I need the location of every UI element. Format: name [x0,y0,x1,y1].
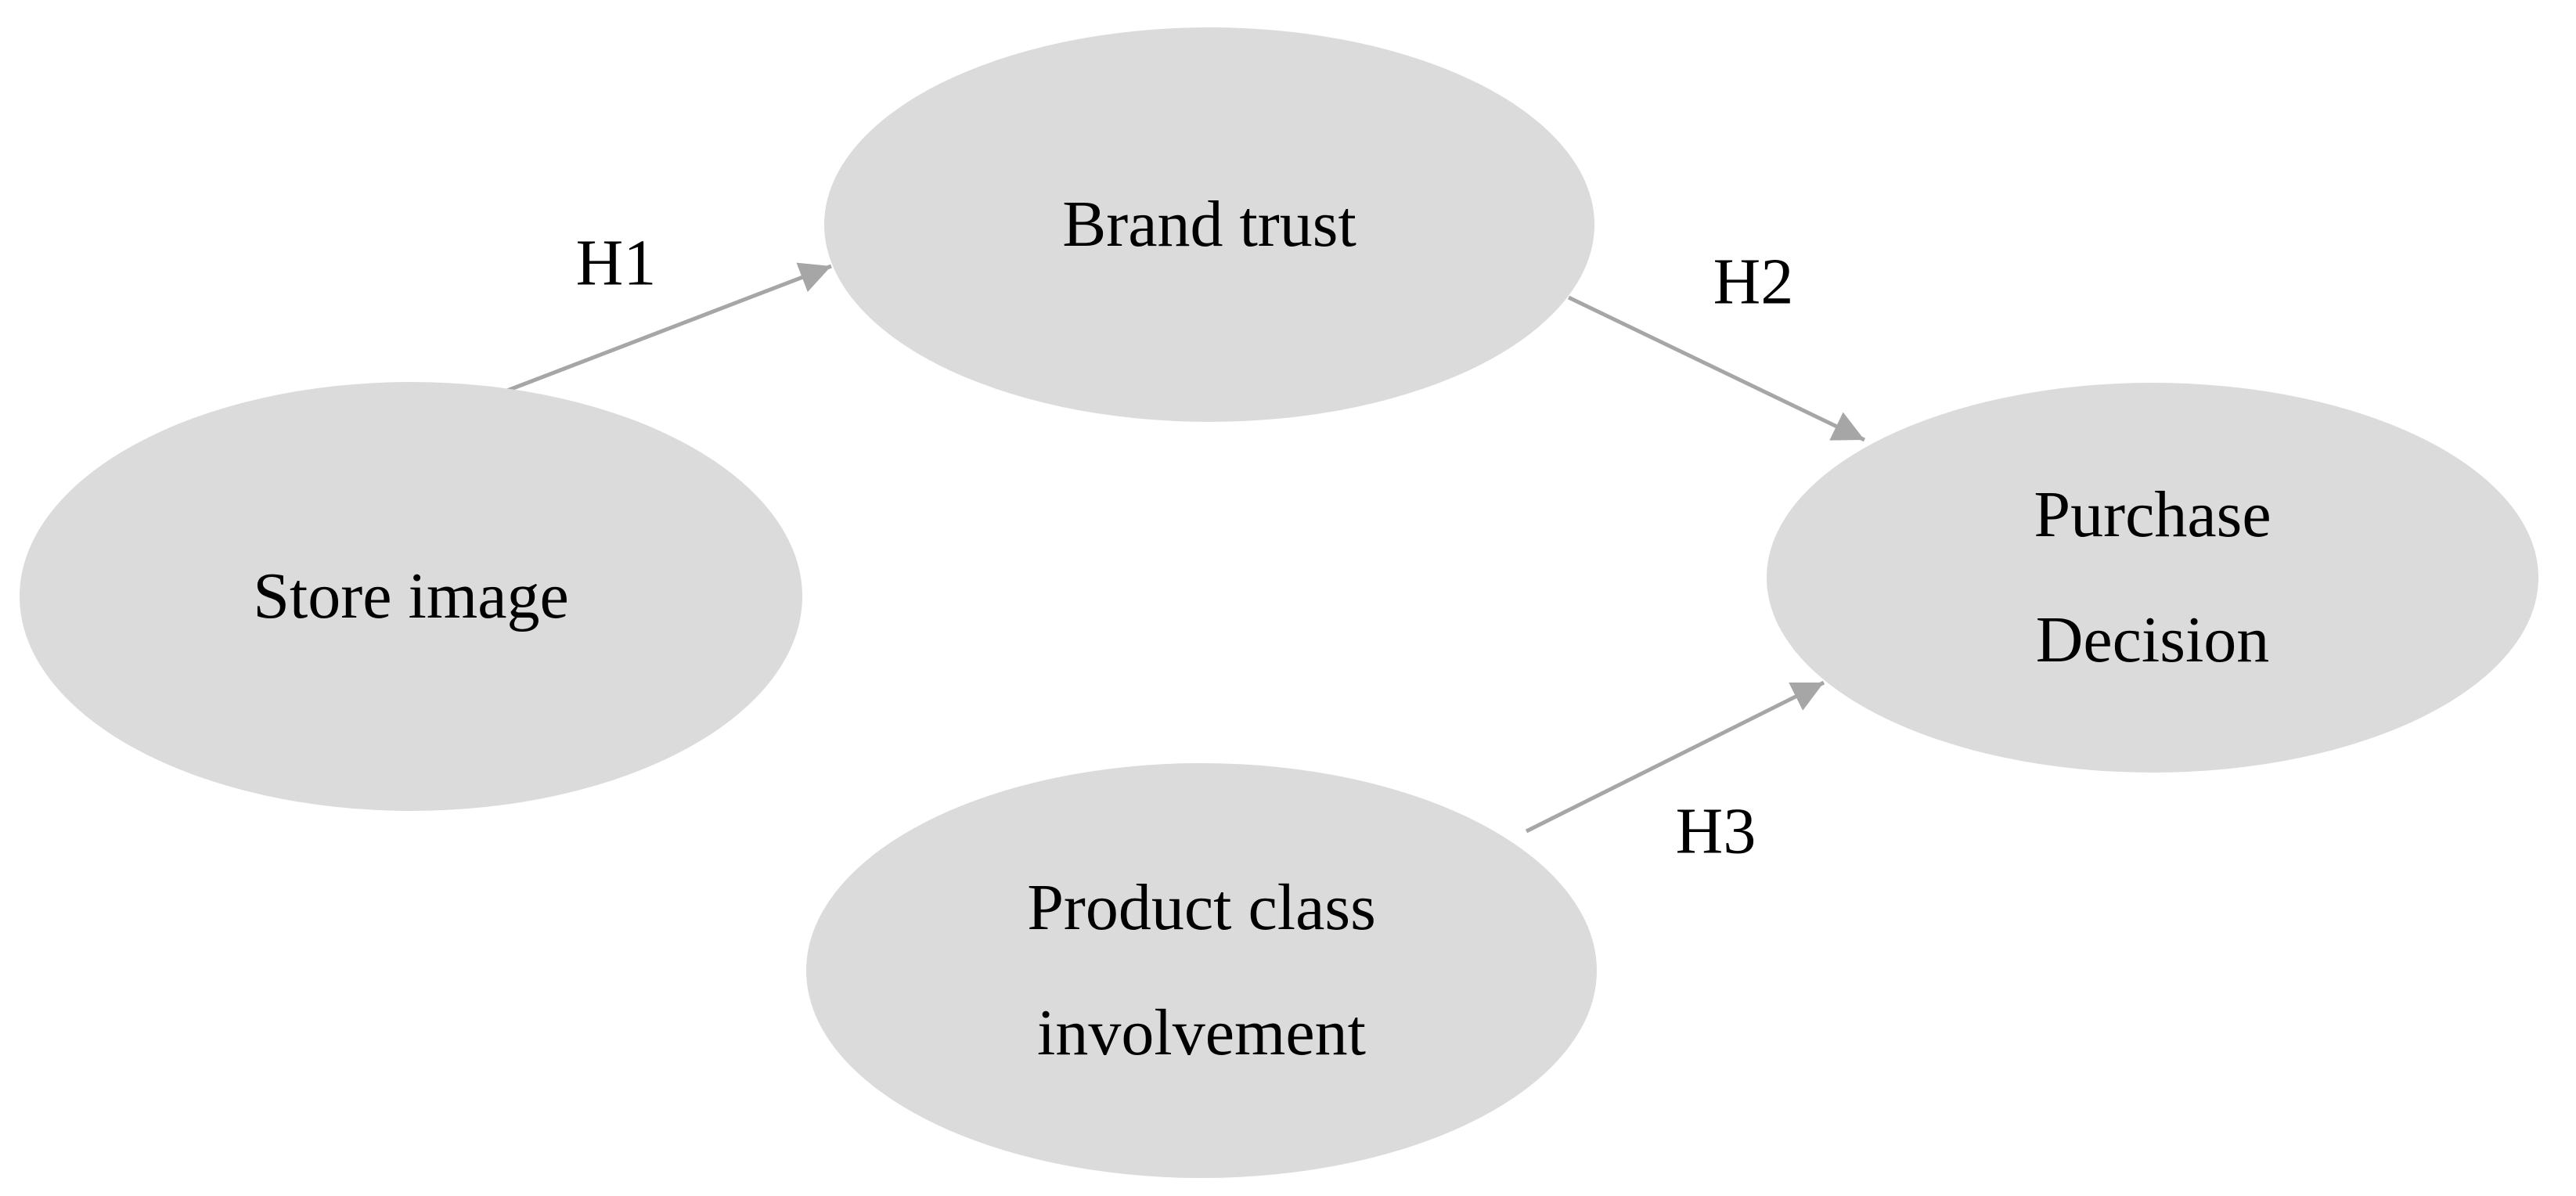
node-store-image-label: Store image [253,560,569,633]
node-purchase-decision-label-line2: Decision [2035,603,2270,676]
node-product-class-label-line1: Product class [1027,871,1376,945]
arrow-h2 [1567,295,1866,442]
edge-label-h2: H2 [1713,245,1794,319]
edge-label-h1: H1 [575,226,657,300]
arrow-h1 [500,262,832,395]
node-product-class-involvement: Product class involvement [806,763,1597,1178]
node-brand-trust-label: Brand trust [1062,188,1356,261]
node-brand-trust: Brand trust [824,27,1594,422]
node-purchase-decision-label-line1: Purchase [2034,478,2272,552]
node-store-image: Store image [20,382,802,811]
node-product-class-label-line2: involvement [1037,996,1366,1069]
node-purchase-decision: Purchase Decision [1767,383,2538,773]
edge-label-h3: H3 [1675,794,1756,868]
arrow-h3 [1525,680,1825,834]
